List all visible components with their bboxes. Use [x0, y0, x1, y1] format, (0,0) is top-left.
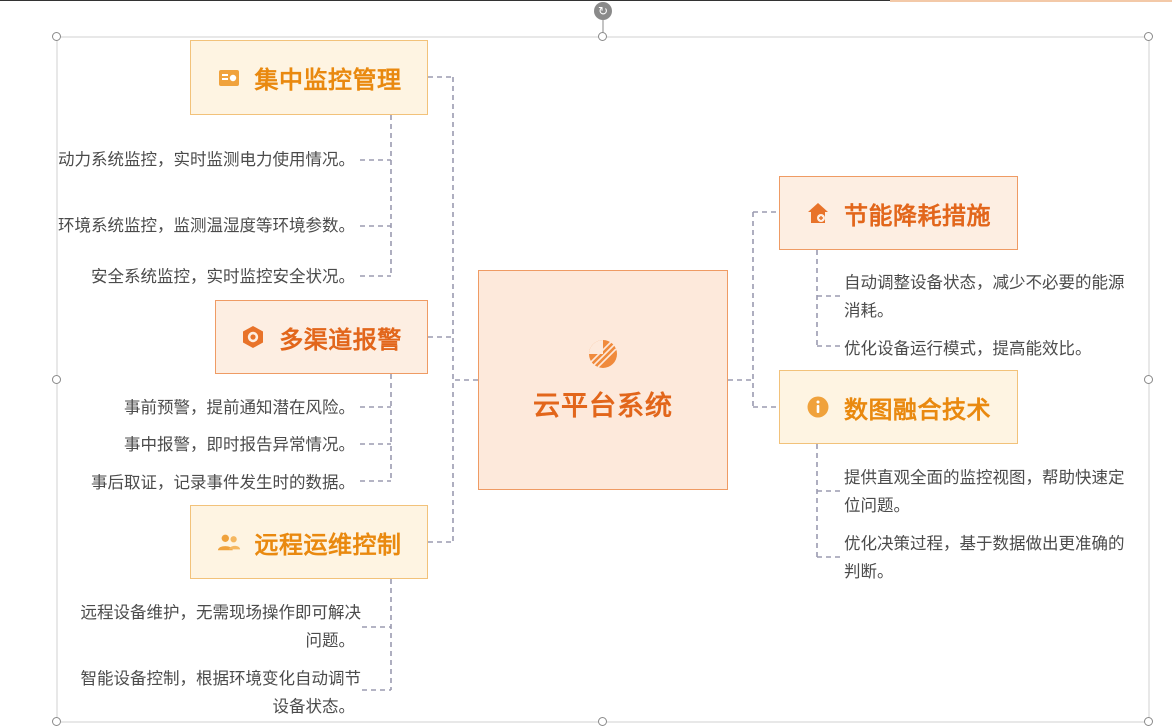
leaf-b2-2: 事中报警，即时报告异常情况。 [124, 435, 355, 454]
branch-node-multichannel-alarm[interactable]: 多渠道报警 [215, 300, 428, 374]
leaf-b2-1: 事前预警，提前通知潜在风险。 [124, 398, 355, 417]
branch-title: 多渠道报警 [279, 325, 402, 354]
leaf-b4-1-line1: 自动调整设备状态，减少不必要的能源 [844, 273, 1125, 292]
resize-handle-bc[interactable] [598, 717, 607, 726]
branch-title: 远程运维控制 [254, 530, 402, 559]
top-border-line [0, 0, 1172, 1]
leaf-b4-1-line2: 消耗。 [844, 301, 894, 320]
hexagon-alert-icon [241, 325, 265, 349]
resize-handle-br[interactable] [1144, 717, 1153, 726]
rotate-handle-icon[interactable]: ↻ [594, 2, 612, 20]
resize-handle-tr[interactable] [1144, 32, 1153, 41]
leaf-b5-2-line2: 判断。 [844, 562, 894, 581]
leaf-b3-2-line2: 设备状态。 [272, 697, 356, 716]
branch-title: 集中监控管理 [254, 66, 402, 94]
info-icon [806, 395, 830, 419]
leaf-b1-2: 环境系统监控，监测温湿度等环境参数。 [58, 216, 355, 235]
resize-handle-mr[interactable] [1144, 375, 1153, 384]
leaf-b3-1-line1: 远程设备维护，无需现场操作即可解决 [80, 603, 362, 622]
branch-node-centralized-monitoring[interactable]: 集中监控管理 [190, 40, 428, 115]
resize-handle-tc[interactable] [598, 32, 607, 41]
branch-node-energy-saving[interactable]: 节能降耗措施 [779, 176, 1018, 250]
top-accent-strip [890, 0, 1172, 2]
leaf-b1-1: 动力系统监控，实时监测电力使用情况。 [58, 150, 355, 169]
leaf-b3-2-line1: 智能设备控制，根据环境变化自动调节 [80, 669, 362, 688]
leaf-b1-3: 安全系统监控，实时监控安全状况。 [91, 267, 355, 286]
resize-handle-ml[interactable] [52, 375, 61, 384]
branch-node-data-fusion[interactable]: 数图融合技术 [779, 370, 1018, 444]
leaf-b5-1-line1: 提供直观全面的监控视图，帮助快速定 [844, 468, 1125, 487]
central-node[interactable]: 云平台系统 [478, 270, 728, 490]
leaf-b5-2-line1: 优化决策过程，基于数据做出更准确的 [844, 534, 1125, 553]
resize-handle-tl[interactable] [52, 32, 61, 41]
home-energy-icon [806, 201, 830, 225]
branch-title: 数图融合技术 [844, 395, 991, 424]
leaf-b2-3: 事后取证，记录事件发生时的数据。 [91, 473, 355, 492]
leaf-b3-1-line2: 问题。 [305, 631, 356, 650]
monitor-list-icon [217, 66, 241, 90]
users-icon [217, 530, 241, 554]
central-node-title: 云平台系统 [533, 390, 673, 422]
leaf-b4-2: 优化设备运行模式，提高能效比。 [844, 339, 1092, 358]
pie-chart-icon [587, 338, 619, 374]
resize-handle-bl[interactable] [52, 717, 61, 726]
branch-title: 节能降耗措施 [844, 201, 991, 230]
branch-node-remote-operation[interactable]: 远程运维控制 [190, 505, 428, 579]
leaf-b5-1-line2: 位问题。 [844, 496, 910, 515]
